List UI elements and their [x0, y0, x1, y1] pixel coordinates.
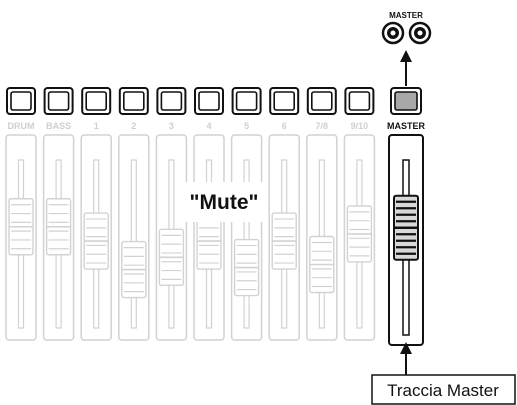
channel-fader-knob[interactable] — [271, 212, 297, 270]
channel-select-button-inner — [160, 91, 183, 111]
channel-label: BASS — [46, 121, 71, 131]
channel-select-button-inner — [123, 91, 145, 111]
channel-select-button-inner — [198, 91, 220, 111]
output-jack-left-icon — [381, 21, 405, 45]
channel-label: 4 — [206, 121, 211, 131]
channel-strip: 9/10 — [343, 87, 376, 341]
channel-strip: BASS — [42, 87, 75, 341]
channel-select-button-inner — [348, 91, 371, 111]
channel-strip: 7/8 — [306, 87, 338, 341]
output-jack-right-icon — [408, 21, 432, 45]
channel-fader-knob[interactable] — [121, 240, 147, 299]
channel-fader-knob[interactable] — [309, 235, 335, 294]
channel-select-button-inner — [10, 91, 32, 111]
channel-strip: 2 — [118, 87, 150, 341]
master-track-callout: Traccia Master — [371, 374, 516, 405]
channel-select-button-inner — [47, 91, 70, 111]
channel-label: 5 — [244, 121, 249, 131]
channel-select-button-inner — [85, 91, 107, 111]
channel-fader-knob[interactable] — [8, 198, 34, 256]
channel-fader-knob[interactable] — [158, 228, 185, 287]
channel-strip: 3 — [155, 87, 188, 341]
channel-strip: DRUM — [5, 87, 37, 341]
mute-label-box: "Mute" — [181, 182, 267, 222]
arrow-up-to-output-icon — [400, 50, 412, 86]
channel-select-button-inner — [273, 91, 296, 111]
master-fader-knob[interactable] — [393, 194, 419, 261]
channel-fader-knob[interactable] — [346, 205, 373, 263]
master-strip: MASTER — [387, 87, 426, 346]
channel-label: 7/8 — [316, 121, 329, 131]
master-output-label: MASTER — [389, 11, 423, 20]
channel-label: 3 — [169, 121, 174, 131]
mute-label: "Mute" — [190, 191, 259, 214]
channel-select-button-inner — [235, 91, 258, 111]
channel-fader-knob[interactable] — [83, 212, 109, 270]
master-select-button[interactable] — [394, 91, 418, 111]
channel-strip: 6 — [268, 87, 300, 341]
channel-label: 2 — [131, 121, 136, 131]
master-track-callout-label: Traccia Master — [387, 381, 499, 400]
channel-label: 6 — [282, 121, 287, 131]
arrow-up-to-master-icon — [400, 342, 412, 375]
master-output: MASTER — [381, 11, 432, 45]
master-strip-label: MASTER — [387, 121, 426, 131]
channel-fader-knob[interactable] — [45, 198, 72, 256]
channel-strips: DRUM BASS 1 2 3 4 5 6 7/8 9/10 — [5, 87, 376, 341]
channel-label: DRUM — [8, 121, 35, 131]
channel-select-button-inner — [310, 91, 333, 111]
channel-strip: 1 — [80, 87, 112, 341]
channel-label: 1 — [94, 121, 99, 131]
channel-fader-knob[interactable] — [233, 238, 260, 297]
channel-label: 9/10 — [351, 121, 369, 131]
